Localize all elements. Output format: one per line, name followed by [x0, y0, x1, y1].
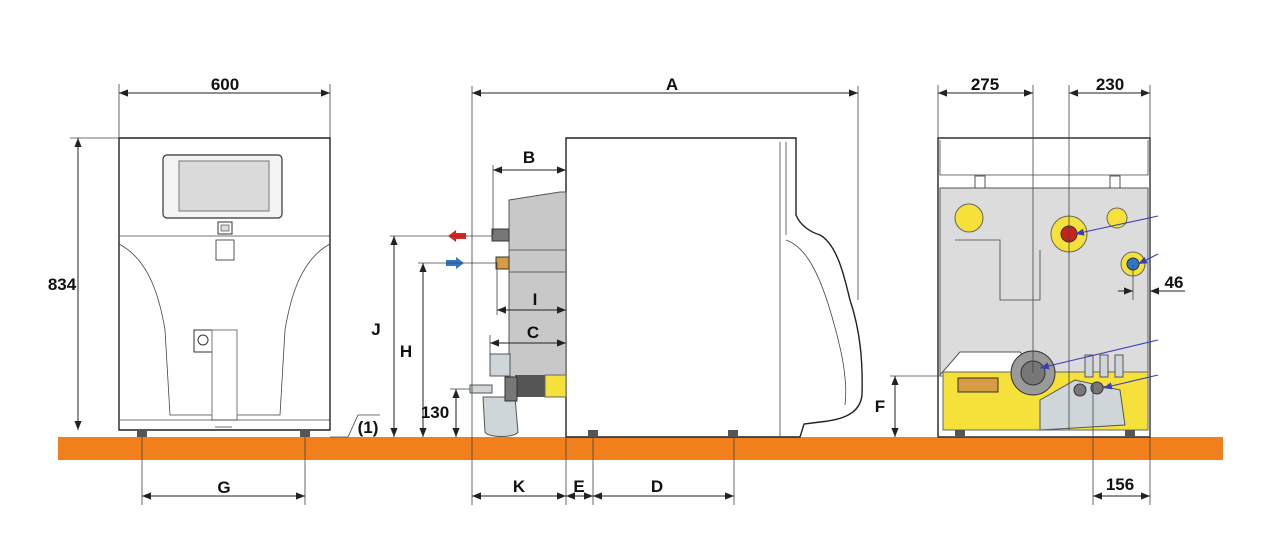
- dim-I: I: [533, 290, 538, 309]
- dim-height-834: 834: [48, 275, 77, 294]
- rear-view: [937, 137, 1151, 438]
- front-view: [118, 137, 331, 437]
- dim-K: K: [513, 477, 526, 496]
- dim-130: 130: [421, 403, 449, 422]
- callout-lines: [1039, 215, 1159, 390]
- dim-156: 156: [1106, 475, 1134, 494]
- dim-46: 46: [1165, 273, 1184, 292]
- dim-F: F: [875, 397, 885, 416]
- dim-C: C: [527, 323, 539, 342]
- dim-B: B: [523, 148, 535, 167]
- note-1: (1): [358, 418, 379, 437]
- dim-230: 230: [1096, 75, 1124, 94]
- dim-275: 275: [971, 75, 999, 94]
- dim-width-600: 600: [211, 75, 239, 94]
- floor-strip: [58, 437, 1223, 460]
- dim-H: H: [400, 342, 412, 361]
- dim-G: G: [217, 478, 230, 497]
- dim-E: E: [573, 477, 584, 496]
- dim-J: J: [371, 320, 380, 339]
- dim-D: D: [651, 477, 663, 496]
- side-view: [469, 137, 863, 438]
- dim-A: A: [666, 75, 678, 94]
